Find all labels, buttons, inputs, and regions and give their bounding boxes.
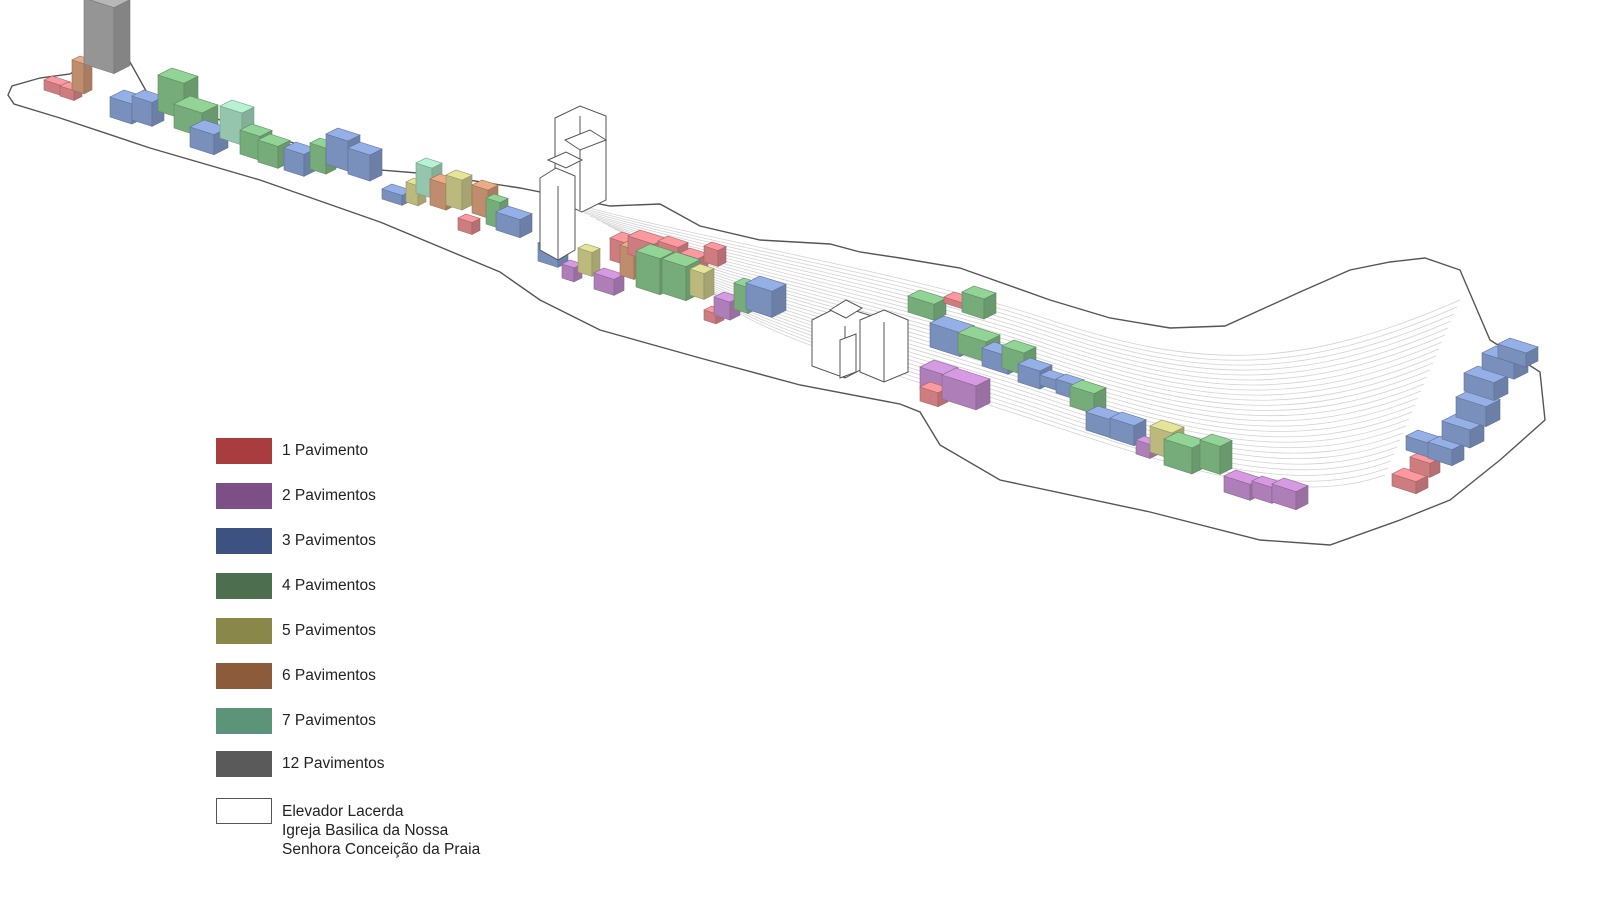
building-pav3 bbox=[1441, 413, 1485, 449]
building-pav12 bbox=[83, 0, 131, 75]
contour-line bbox=[613, 228, 1434, 401]
legend-item-6: 6 Pavimentos bbox=[216, 663, 376, 689]
contour-line bbox=[565, 202, 1458, 361]
landmarks-layer bbox=[539, 105, 909, 383]
legend-label-landmarks: Elevador Lacerda Igreja Basilica da Noss… bbox=[282, 798, 480, 859]
legend-label-4: 4 Pavimentos bbox=[282, 577, 376, 594]
igreja-basilica-landmark bbox=[811, 299, 909, 383]
elevador-lacerda-landmark bbox=[539, 105, 608, 261]
building-pav5 bbox=[689, 263, 715, 300]
legend-label-6: 6 Pavimentos bbox=[282, 667, 376, 684]
legend-item-1: 1 Pavimento bbox=[216, 438, 368, 464]
building-pav5 bbox=[577, 243, 601, 277]
legend-item-5: 5 Pavimentos bbox=[216, 618, 376, 644]
legend-swatch-7 bbox=[216, 708, 272, 734]
legend-swatch-3 bbox=[216, 528, 272, 554]
legend-label-1: 1 Pavimento bbox=[282, 442, 369, 459]
building-pav6 bbox=[71, 55, 93, 95]
building-pav3 bbox=[347, 141, 383, 182]
legend-label-7: 7 Pavimentos bbox=[282, 712, 376, 729]
legend-item-7: 7 Pavimentos bbox=[216, 708, 376, 734]
legend-swatch-5 bbox=[216, 618, 272, 644]
building-pav1 bbox=[703, 241, 727, 267]
legend-landmark-line-3: Senhora Conceição da Praia bbox=[282, 841, 481, 858]
legend-swatch-12 bbox=[216, 751, 272, 777]
building-pav2 bbox=[941, 367, 991, 411]
legend-label-3: 3 Pavimentos bbox=[282, 532, 376, 549]
legend-label-2: 2 Pavimentos bbox=[282, 487, 376, 504]
legend-item-3: 3 Pavimentos bbox=[216, 528, 376, 554]
legend-swatch-1 bbox=[216, 438, 272, 464]
building-pav4 bbox=[907, 289, 947, 321]
building-pav3 bbox=[1455, 389, 1501, 428]
building-pav3 bbox=[1463, 365, 1509, 402]
site-outline bbox=[7, 59, 1546, 546]
building-pav4 bbox=[1199, 433, 1233, 475]
building-pav1 bbox=[1391, 467, 1429, 495]
building-pav3 bbox=[1497, 337, 1539, 368]
contour-line bbox=[643, 244, 1419, 427]
contour-line bbox=[619, 231, 1431, 406]
legend-item-12: 12 Pavimentos bbox=[216, 751, 385, 777]
legend-item-4: 4 Pavimentos bbox=[216, 573, 376, 599]
legend-landmark-line-1: Elevador Lacerda bbox=[282, 803, 404, 820]
contour-line bbox=[637, 241, 1422, 422]
building-pav4 bbox=[1163, 431, 1207, 475]
contour-line bbox=[703, 276, 1389, 482]
legend-swatch-landmarks bbox=[216, 798, 272, 824]
building-pav1 bbox=[457, 213, 481, 235]
building-pav3 bbox=[1427, 435, 1465, 467]
buildings-layer bbox=[43, 0, 1539, 511]
building-pav4 bbox=[961, 285, 997, 320]
building-pav2 bbox=[561, 259, 583, 283]
building-pav2 bbox=[593, 267, 625, 296]
building-pav5 bbox=[445, 169, 473, 211]
legend-swatch-4 bbox=[216, 573, 272, 599]
contour-line bbox=[559, 199, 1461, 356]
legend-swatch-2 bbox=[216, 483, 272, 509]
building-pav3 bbox=[745, 275, 787, 318]
building-pav2 bbox=[1271, 477, 1309, 511]
building-pav3 bbox=[495, 205, 533, 239]
legend-swatch-6 bbox=[216, 663, 272, 689]
legend-label-5: 5 Pavimentos bbox=[282, 622, 376, 639]
legend-label-12: 12 Pavimentos bbox=[282, 755, 385, 772]
building-pav1 bbox=[1409, 451, 1441, 478]
contour-line bbox=[571, 206, 1455, 366]
legend-item-2: 2 Pavimentos bbox=[216, 483, 376, 509]
legend-item-landmarks: Elevador Lacerda Igreja Basilica da Noss… bbox=[216, 798, 480, 859]
legend-landmark-line-2: Igreja Basilica da Nossa bbox=[282, 822, 449, 839]
